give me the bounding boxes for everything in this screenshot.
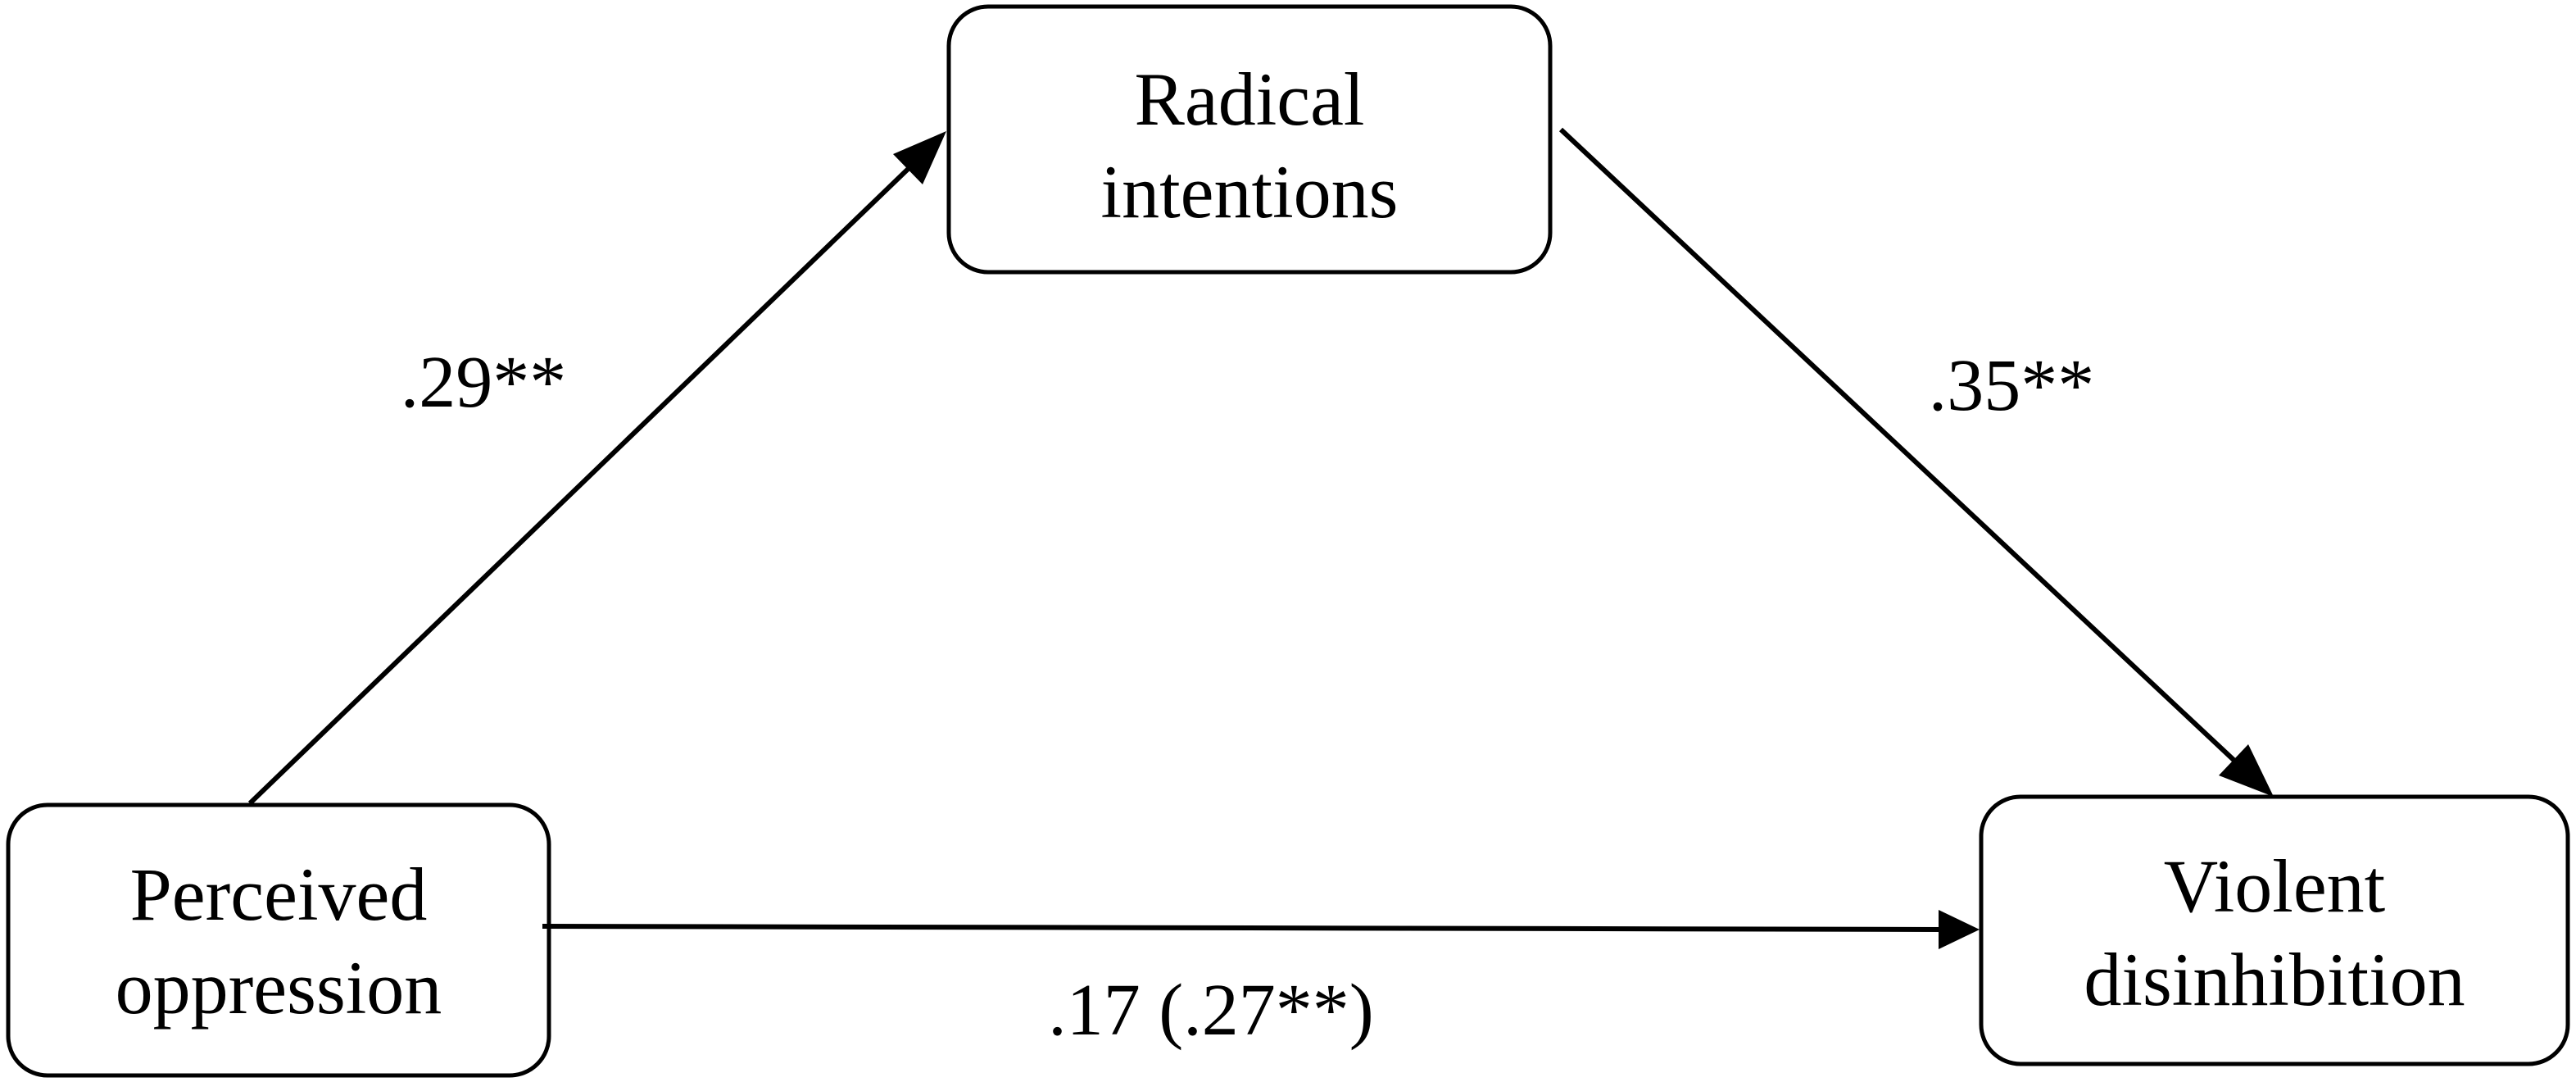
node-radical-intentions-box — [946, 4, 1553, 275]
node-violent-disinhibition-label-line1: Violent — [2164, 844, 2386, 928]
edge-label-oppression-to-violent: .17 (.27**) — [1048, 970, 1373, 1051]
node-violent-disinhibition-box — [1979, 794, 2570, 1066]
node-radical-intentions-label-line1: Radical — [1135, 57, 1365, 141]
edge-oppression-to-violent: .17 (.27**) — [542, 910, 1980, 1051]
node-perceived-oppression: Perceived oppression — [6, 802, 551, 1078]
arrow-oppression-to-violent — [542, 924, 1943, 932]
node-radical-intentions-label-line2: intentions — [1101, 150, 1399, 234]
arrow-radical-to-violent — [1558, 127, 2247, 773]
node-perceived-oppression-label-line1: Perceived — [130, 852, 428, 936]
edge-label-oppression-to-radical: .29** — [401, 342, 567, 423]
node-perceived-oppression-label-line2: oppression — [116, 946, 442, 1030]
edge-radical-to-violent: .35** — [1558, 127, 2274, 797]
edge-oppression-to-radical: .29** — [247, 131, 946, 806]
node-violent-disinhibition-label-line2: disinhibition — [2084, 938, 2465, 1021]
arrowhead-oppression-to-violent — [1939, 910, 1980, 949]
node-perceived-oppression-box — [6, 802, 551, 1078]
arrowhead-radical-to-violent — [2219, 744, 2274, 797]
node-violent-disinhibition: Violent disinhibition — [1979, 794, 2570, 1066]
arrowhead-oppression-to-radical — [893, 131, 946, 184]
arrow-oppression-to-radical — [247, 153, 924, 806]
node-radical-intentions: Radical intentions — [946, 4, 1553, 275]
edge-label-radical-to-violent: .35** — [1929, 345, 2095, 426]
